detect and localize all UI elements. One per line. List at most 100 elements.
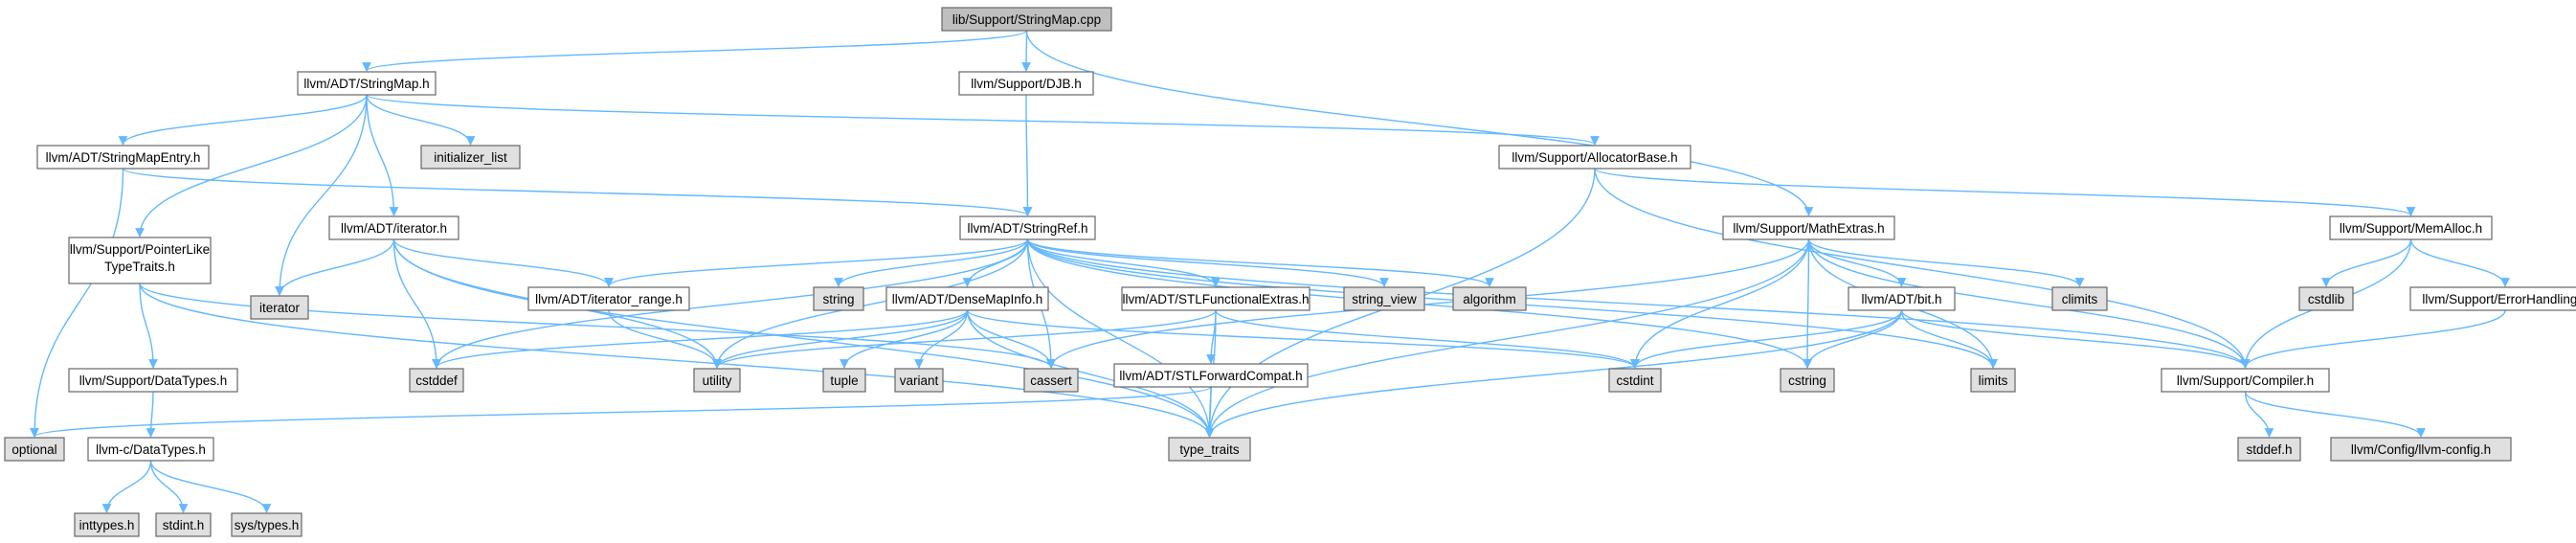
node-label: string_view: [1352, 292, 1417, 306]
node-label: lib/Support/StringMap.cpp: [952, 12, 1101, 27]
edge-root-to-mathextras: [1025, 30, 1814, 216]
graph-node-root[interactable]: lib/Support/StringMap.cpp: [941, 7, 1112, 32]
node-box: [813, 286, 864, 311]
node-label: llvm/Support/MathExtras.h: [1733, 221, 1884, 236]
edge-iterator-range-to-utility: [608, 309, 722, 369]
node-box: [1168, 437, 1251, 462]
edge-adt-stringmap-to-stringmapentry: [118, 94, 368, 146]
graph-node-stlforwardcompat[interactable]: llvm/ADT/STLForwardCompat.h: [1113, 363, 1309, 388]
edge-compiler-to-stddef-h: [2244, 391, 2274, 438]
edge-datatypes-to-c-datatypes: [146, 391, 156, 438]
node-label: utility: [703, 373, 732, 388]
edge-iterator-h-to-iterator: [275, 238, 395, 296]
edge-densemapinfo-to-variant: [914, 309, 969, 369]
edge-adt-bit-to-cstdint: [1630, 309, 1903, 369]
node-box: [2298, 286, 2354, 311]
node-box: [2237, 437, 2301, 462]
node-label: llvm/ADT/StringRef.h: [967, 221, 1087, 236]
graph-node-iterator: iterator: [250, 295, 309, 320]
edge-errorhandling-to-compiler: [2240, 309, 2506, 369]
node-label: llvm/ADT/iterator_range.h: [535, 292, 683, 306]
graph-node-inttypes: inttypes.h: [74, 512, 140, 537]
graph-node-cstddef: cstddef: [409, 368, 464, 393]
graph-node-memalloc[interactable]: llvm/Support/MemAlloc.h: [2329, 215, 2493, 240]
graph-node-errorhandling[interactable]: llvm/Support/ErrorHandling.h: [2409, 286, 2576, 311]
node-label: llvm/ADT/STLForwardCompat.h: [1119, 369, 1302, 383]
graph-node-stringref[interactable]: llvm/ADT/StringRef.h: [959, 215, 1096, 240]
graph-node-iterator-range[interactable]: llvm/ADT/iterator_range.h: [527, 286, 690, 311]
node-box: [2329, 215, 2493, 240]
node-box: [68, 237, 212, 284]
edge-root-to-adt-stringmap: [362, 30, 1028, 72]
node-box: [328, 215, 459, 240]
node-box: [1121, 286, 1310, 311]
node-label: llvm/Support/AllocatorBase.h: [1512, 150, 1677, 165]
node-label: inttypes.h: [79, 518, 135, 532]
node-box: [297, 71, 437, 96]
node-label: cstdint: [1616, 373, 1653, 388]
edge-stlfunctional-to-utility: [712, 309, 1217, 369]
node-label: stddef.h: [2246, 442, 2292, 457]
edge-compiler-to-llvm-config: [2244, 391, 2426, 438]
node-box: [1722, 215, 1895, 240]
node-box: [1113, 363, 1309, 388]
node-label: cassert: [1030, 373, 1072, 388]
edge-adt-bit-to-compiler: [1900, 309, 2251, 369]
graph-node-iterator-h[interactable]: llvm/ADT/iterator.h: [328, 215, 459, 240]
edge-iterator-h-to-iterator-range: [392, 238, 614, 287]
graph-node-stringmapentry[interactable]: llvm/ADT/StringMapEntry.h: [36, 145, 210, 170]
node-label: TypeTraits.h: [104, 260, 175, 274]
nodes-layer: lib/Support/StringMap.cpp llvm/ADT/String…: [4, 7, 2576, 537]
node-label: string: [822, 292, 854, 306]
graph-node-cstdint: cstdint: [1608, 368, 1662, 393]
node-box: [409, 368, 464, 393]
node-box: [1848, 286, 1956, 311]
graph-node-stlfunctional[interactable]: llvm/ADT/STLFunctionalExtras.h: [1121, 286, 1310, 311]
edge-stringref-to-string: [834, 238, 1029, 287]
node-label: llvm/Support/PointerLike: [70, 242, 210, 257]
edge-stringref-to-compiler: [1026, 238, 2251, 369]
graph-node-systypes: sys/types.h: [231, 512, 302, 537]
edge-stringref-to-utility: [712, 238, 1029, 369]
node-label: llvm/ADT/DenseMapInfo.h: [892, 292, 1043, 306]
node-box: [527, 286, 690, 311]
edge-adt-stringmap-to-pointerlike: [135, 94, 368, 238]
edge-mathextras-to-climits: [1807, 238, 2085, 287]
node-box: [4, 437, 65, 462]
edge-c-datatypes-to-systypes: [149, 460, 272, 513]
graph-node-optional: optional: [4, 437, 65, 462]
edge-pointerlike-to-cassert: [139, 283, 1056, 369]
graph-node-string-view: string_view: [1343, 286, 1425, 311]
edge-mathextras-to-cstdint: [1630, 238, 1810, 369]
graph-node-allocatorbase[interactable]: llvm/Support/AllocatorBase.h: [1498, 145, 1691, 170]
graph-node-compiler[interactable]: llvm/Support/Compiler.h: [2161, 368, 2330, 393]
node-box: [2161, 368, 2330, 393]
graph-node-mathextras[interactable]: llvm/Support/MathExtras.h: [1722, 215, 1895, 240]
graph-node-variant: variant: [894, 368, 944, 393]
graph-node-densemapinfo[interactable]: llvm/ADT/DenseMapInfo.h: [885, 286, 1049, 311]
node-label: limits: [1979, 373, 2008, 388]
node-label: llvm/Support/MemAlloc.h: [2340, 221, 2482, 236]
graph-node-climits: climits: [2051, 286, 2108, 311]
graph-node-c-datatypes[interactable]: llvm-c/DataTypes.h: [87, 437, 214, 462]
edge-adt-stringmap-to-iterator: [275, 94, 368, 296]
graph-node-string: string: [813, 286, 864, 311]
edge-densemapinfo-to-cstdint: [966, 309, 1640, 369]
node-box: [155, 512, 212, 537]
node-label: algorithm: [1463, 292, 1516, 306]
graph-node-adt-bit[interactable]: llvm/ADT/bit.h: [1848, 286, 1956, 311]
node-box: [74, 512, 140, 537]
graph-node-adt-stringmap[interactable]: llvm/ADT/StringMap.h: [297, 71, 437, 96]
node-box: [1608, 368, 1662, 393]
graph-node-datatypes[interactable]: llvm/Support/DataTypes.h: [68, 368, 238, 393]
edge-densemapinfo-to-type-traits: [966, 309, 1215, 438]
edge-stringref-to-iterator-range: [604, 238, 1029, 287]
node-box: [1452, 286, 1527, 311]
node-label: stdint.h: [163, 518, 205, 532]
edges-layer: [30, 30, 2510, 513]
edge-mathextras-to-type-traits: [1204, 238, 1810, 438]
graph-node-support-djb[interactable]: llvm/Support/DJB.h: [958, 71, 1094, 96]
node-label: llvm/Support/ErrorHandling.h: [2422, 292, 2576, 306]
node-box: [2051, 286, 2108, 311]
